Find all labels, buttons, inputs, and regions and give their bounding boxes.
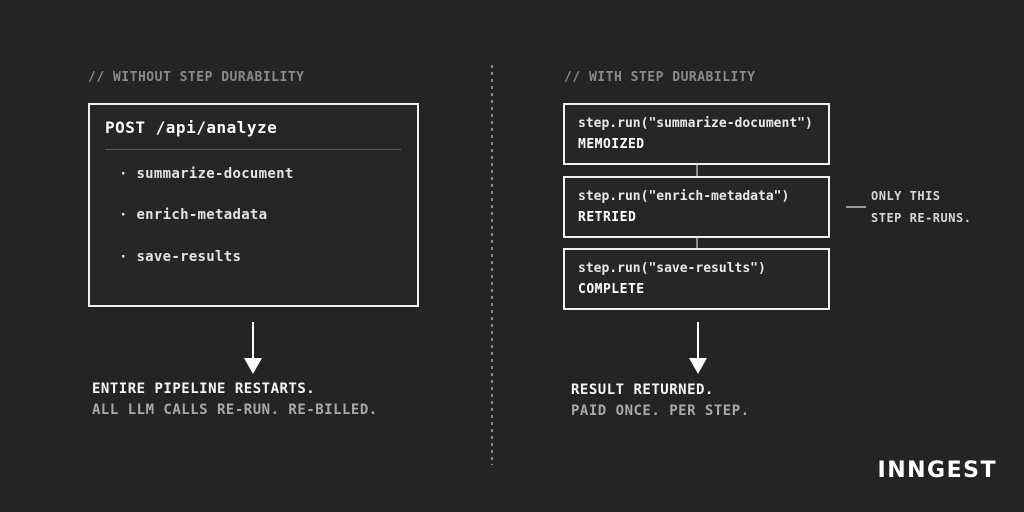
step-status: RETRIED — [578, 210, 637, 225]
step-status: MEMOIZED — [578, 137, 645, 152]
step-box-retried: step.run("enrich-metadata") RETRIED — [563, 176, 830, 238]
pipeline-step-item: · enrich-metadata — [119, 207, 268, 223]
annotation-line2: STEP RE-RUNS. — [871, 211, 972, 225]
left-result-headline: ENTIRE PIPELINE RESTARTS. — [92, 381, 316, 397]
step-box-memoized: step.run("summarize-document") MEMOIZED — [563, 103, 830, 165]
step-connector-line — [696, 238, 698, 248]
step-code: step.run("enrich-metadata") — [578, 189, 790, 204]
down-arrow-stem — [252, 322, 254, 359]
pipeline-step-item: · save-results — [119, 249, 242, 265]
step-code: step.run("save-results") — [578, 261, 766, 276]
step-status: COMPLETE — [578, 282, 645, 297]
right-result-headline: RESULT RETURNED. — [571, 382, 714, 398]
annotation-line1: ONLY THIS — [871, 189, 941, 203]
pipeline-step-item: · summarize-document — [119, 166, 294, 182]
left-result-subline: ALL LLM CALLS RE-RUN. RE-BILLED. — [92, 402, 378, 418]
down-arrow-head — [244, 358, 262, 374]
annotation-dash-line — [846, 206, 866, 208]
inngest-logo: INNGEST — [877, 458, 997, 483]
down-arrow-head — [689, 358, 707, 374]
right-section-header: // WITH STEP DURABILITY — [564, 70, 756, 85]
pipeline-box-divider — [105, 149, 401, 150]
step-code: step.run("summarize-document") — [578, 116, 813, 131]
step-connector-line — [696, 165, 698, 176]
vertical-dotted-divider — [491, 65, 493, 465]
pipeline-box-title: POST /api/analyze — [105, 118, 278, 137]
step-box-complete: step.run("save-results") COMPLETE — [563, 248, 830, 310]
right-result-subline: PAID ONCE. PER STEP. — [571, 403, 750, 419]
left-section-header: // WITHOUT STEP DURABILITY — [88, 70, 305, 85]
down-arrow-stem — [697, 322, 699, 359]
pipeline-box: POST /api/analyze · summarize-document ·… — [88, 103, 419, 307]
